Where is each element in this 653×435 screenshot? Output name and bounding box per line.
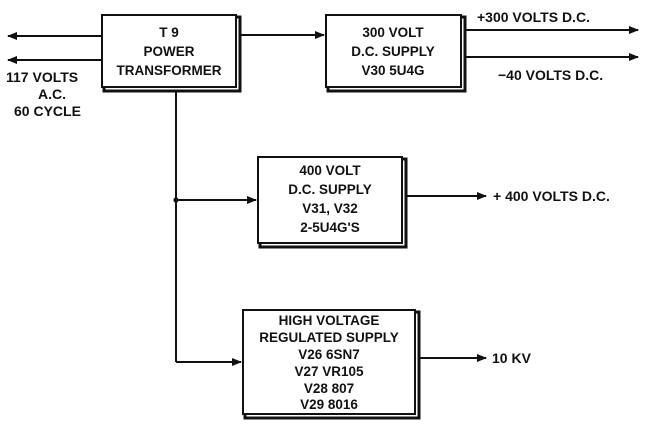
- transformer-line-1: T 9: [159, 25, 179, 40]
- supply-400-line-3: V31, V32: [302, 201, 358, 216]
- supply-400-line-2: D.C. SUPPLY: [288, 182, 372, 197]
- out-10kv-label: 10 KV: [492, 350, 532, 366]
- transformer-block: T 9 POWER TRANSFORMER: [101, 14, 242, 93]
- out-plus300-label: +300 VOLTS D.C.: [477, 9, 590, 25]
- supply-300-line-3: V30 5U4G: [361, 63, 424, 78]
- hv-supply-line-2: REGULATED SUPPLY: [259, 330, 399, 345]
- transformer-line-3: TRANSFORMER: [117, 63, 222, 78]
- out-minus40-label: −40 VOLTS D.C.: [498, 67, 603, 83]
- transformer-line-2: POWER: [143, 44, 194, 59]
- input-label-line-2: A.C.: [38, 86, 66, 102]
- supply-300-line-2: D.C. SUPPLY: [351, 44, 435, 59]
- supply-300-line-1: 300 VOLT: [362, 25, 424, 40]
- supply-400-line-4: 2-5U4G'S: [300, 220, 359, 235]
- supply-400-line-1: 400 VOLT: [299, 163, 361, 178]
- supply-300-block: 300 VOLT D.C. SUPPLY V30 5U4G: [325, 14, 467, 93]
- hv-supply-block: HIGH VOLTAGE REGULATED SUPPLY V26 6SN7 V…: [242, 309, 421, 420]
- hv-supply-line-4: V27 VR105: [294, 364, 364, 379]
- hv-supply-line-3: V26 6SN7: [298, 347, 360, 362]
- hv-supply-line-6: V29 8016: [300, 397, 358, 412]
- hv-supply-line-5: V28 807: [304, 381, 354, 396]
- input-label-line-1: 117 VOLTS: [6, 69, 78, 85]
- supply-400-block: 400 VOLT D.C. SUPPLY V31, V32 2-5U4G'S: [257, 156, 408, 249]
- input-label-line-3: 60 CYCLE: [14, 103, 81, 119]
- hv-supply-line-1: HIGH VOLTAGE: [279, 313, 380, 328]
- out-plus400-label: + 400 VOLTS D.C.: [493, 188, 610, 204]
- transformer-trunk: [173, 91, 257, 366]
- input-lines: [7, 32, 102, 64]
